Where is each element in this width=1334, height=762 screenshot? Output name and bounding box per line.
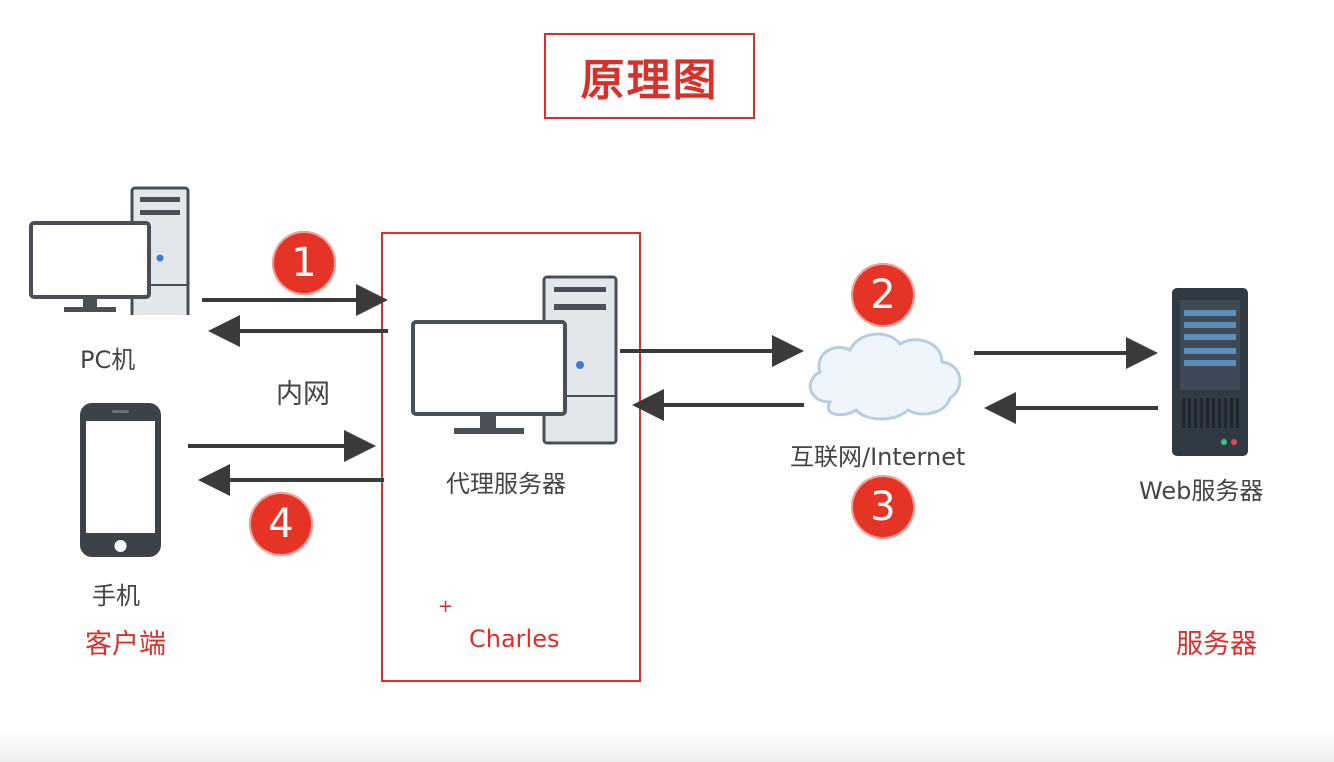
proxy-label: 代理服务器 <box>446 470 566 498</box>
charles-cursor-mark: + <box>438 596 454 617</box>
web-server-icon <box>1172 288 1248 456</box>
web-server-label: Web服务器 <box>1139 477 1264 505</box>
charles-label: Charles <box>469 625 560 653</box>
step-badge-4: 4 <box>249 492 313 556</box>
proxy-frame <box>381 232 641 682</box>
step-badge-3: 3 <box>851 475 915 539</box>
step-badge-2: 2 <box>851 263 915 327</box>
bottom-bar <box>0 732 1334 762</box>
step-badge-1: 1 <box>272 231 336 295</box>
proxy-server-icon <box>411 275 618 445</box>
server-group-label: 服务器 <box>1176 629 1257 660</box>
phone-label: 手机 <box>92 582 140 610</box>
pc-label: PC机 <box>80 346 136 374</box>
pc-computer-icon <box>29 186 190 315</box>
internet-label: 互联网/Internet <box>790 443 966 471</box>
title-frame <box>544 33 755 119</box>
lan-label: 内网 <box>276 379 330 410</box>
phone-icon <box>80 403 161 557</box>
cloud-icon <box>808 332 962 421</box>
diagram-title: 原理图 <box>580 55 719 106</box>
client-group-label: 客户端 <box>85 629 166 660</box>
